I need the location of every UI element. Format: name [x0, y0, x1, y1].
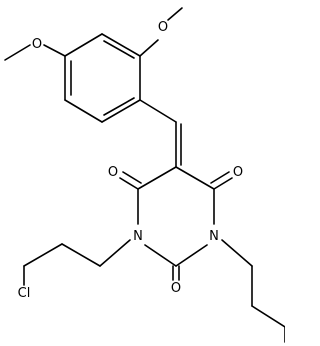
bond: [99, 239, 131, 267]
double-bond-inner: [103, 97, 135, 116]
bond: [61, 243, 101, 267]
atom-label-oxygen: O: [171, 281, 181, 296]
atom-label-nitrogen: N: [133, 229, 143, 244]
bond: [4, 44, 31, 61]
carbonyl-bond-right: [213, 177, 233, 190]
bond: [139, 39, 159, 57]
carbonyl-bonds: [119, 171, 233, 281]
atom-label-oxygen: O: [108, 165, 118, 180]
chloropropyl-chain: [23, 239, 131, 286]
atom-label-oxygen: O: [32, 37, 42, 52]
atom-label-chlorine: Cl: [18, 286, 31, 301]
bond: [101, 99, 141, 123]
bond: [175, 166, 215, 190]
bond: [175, 244, 208, 267]
bond: [23, 243, 63, 267]
bond: [64, 99, 103, 123]
bond: [251, 305, 285, 328]
molecule-diagram: O O O O O N N Cl: [4, 7, 285, 343]
benzene-ring: [64, 33, 141, 123]
double-bond-inner: [103, 40, 135, 59]
bond: [144, 244, 177, 267]
bond: [64, 33, 103, 57]
carbonyl-bond-right: [210, 171, 230, 184]
atom-label-nitrogen: N: [209, 229, 219, 244]
bond: [43, 44, 66, 57]
atom-label-oxygen: O: [158, 20, 168, 35]
bond: [167, 7, 183, 21]
methoxy-groups: [4, 7, 183, 61]
pyrimidine-ring: [137, 166, 215, 267]
carbonyl-bond-left: [119, 177, 139, 190]
atom-label-oxygen: O: [233, 165, 243, 180]
bond: [101, 33, 141, 57]
butyl-chain: [221, 239, 285, 343]
bond: [137, 166, 177, 190]
carbonyl-bond-left: [122, 171, 142, 184]
benzylidene-linker: [139, 99, 182, 168]
bond: [139, 99, 177, 123]
bond: [221, 239, 253, 267]
